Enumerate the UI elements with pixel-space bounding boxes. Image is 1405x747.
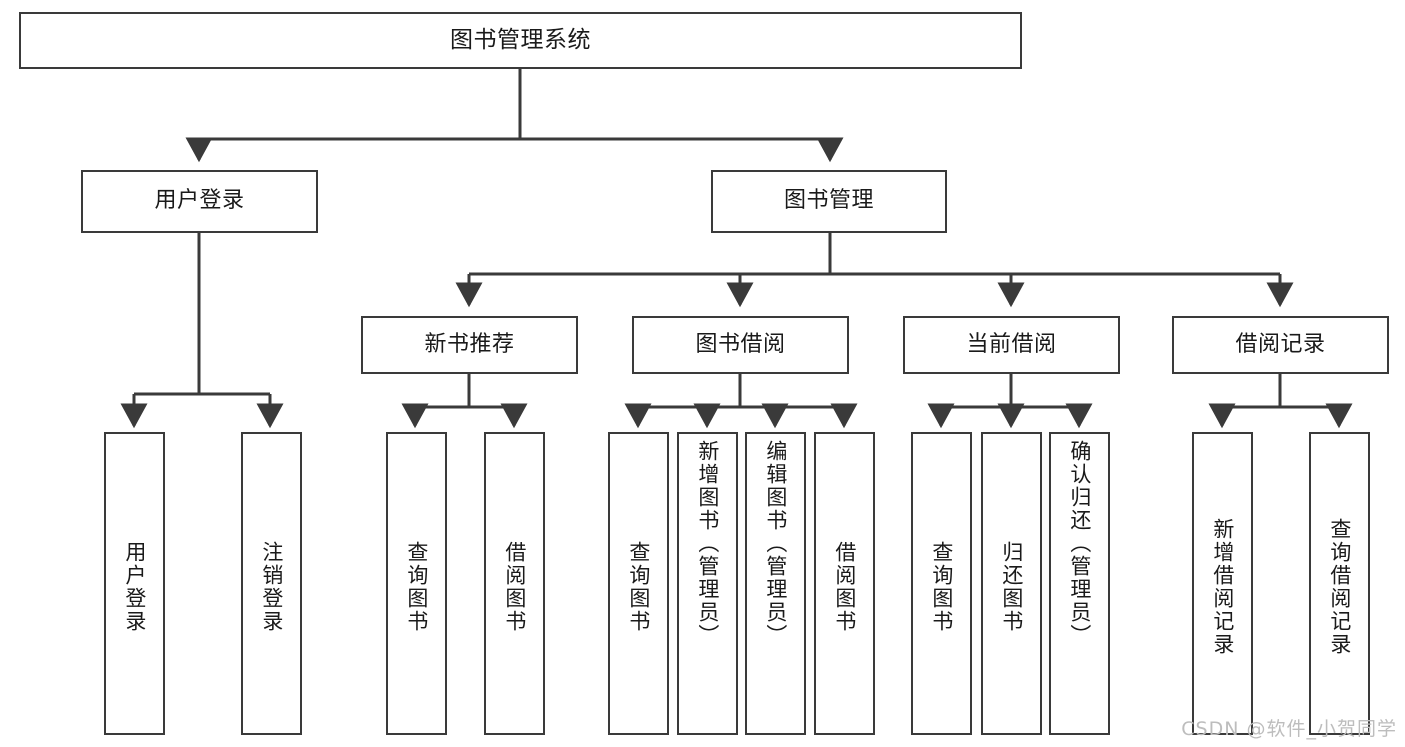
node-leaf-query-book-recommend[interactable]: 查询图书 bbox=[386, 432, 447, 735]
node-label: 借阅图书 bbox=[502, 540, 527, 633]
leaf-text-wrap: 查询图书 bbox=[610, 440, 667, 733]
node-leaf-user-login[interactable]: 用户登录 bbox=[104, 432, 165, 735]
node-leaf-borrow-book[interactable]: 借阅图书 bbox=[814, 432, 875, 735]
node-leaf-confirm-return-admin[interactable]: 确认归还（管理员） bbox=[1049, 432, 1110, 735]
node-label: 查询借阅记录 bbox=[1327, 517, 1352, 656]
node-user-login[interactable]: 用户登录 bbox=[81, 170, 318, 233]
node-label: 查询图书 bbox=[626, 540, 651, 633]
csdn-watermark: CSDN @软件_小贺同学 bbox=[1181, 718, 1397, 740]
node-label: 查询图书 bbox=[929, 540, 954, 633]
node-borrow-record[interactable]: 借阅记录 bbox=[1172, 316, 1389, 374]
node-label: 编辑图书（管理员） bbox=[763, 440, 788, 647]
node-leaf-borrow-book-recommend[interactable]: 借阅图书 bbox=[484, 432, 545, 735]
leaf-text-wrap: 新增图书（管理员） bbox=[679, 440, 736, 733]
node-label: 归还图书 bbox=[999, 540, 1024, 633]
node-label: 新增借阅记录 bbox=[1210, 517, 1235, 656]
node-leaf-return-book[interactable]: 归还图书 bbox=[981, 432, 1042, 735]
leaf-text-wrap: 借阅图书 bbox=[486, 440, 543, 733]
node-label: 新增图书（管理员） bbox=[695, 440, 720, 647]
node-label: 用户登录 bbox=[154, 188, 245, 214]
leaf-text-wrap: 归还图书 bbox=[983, 440, 1040, 733]
node-label: 确认归还（管理员） bbox=[1067, 440, 1092, 647]
node-leaf-query-book-current[interactable]: 查询图书 bbox=[911, 432, 972, 735]
leaf-text-wrap: 查询图书 bbox=[913, 440, 970, 733]
node-current-borrow[interactable]: 当前借阅 bbox=[903, 316, 1120, 374]
leaf-text-wrap: 查询图书 bbox=[388, 440, 445, 733]
node-label: 借阅图书 bbox=[832, 540, 857, 633]
leaf-text-wrap: 借阅图书 bbox=[816, 440, 873, 733]
node-label: 用户登录 bbox=[122, 540, 147, 633]
node-book-management[interactable]: 图书管理 bbox=[711, 170, 947, 233]
node-label: 查询图书 bbox=[404, 540, 429, 633]
node-label: 注销登录 bbox=[259, 540, 284, 633]
node-label: 借阅记录 bbox=[1235, 331, 1326, 357]
leaf-text-wrap: 注销登录 bbox=[243, 440, 300, 733]
node-label: 图书管理系统 bbox=[450, 27, 591, 54]
node-leaf-logout[interactable]: 注销登录 bbox=[241, 432, 302, 735]
leaf-text-wrap: 新增借阅记录 bbox=[1194, 440, 1251, 733]
node-label: 当前借阅 bbox=[966, 331, 1057, 357]
leaf-text-wrap: 用户登录 bbox=[106, 440, 163, 733]
node-leaf-query-book-borrow[interactable]: 查询图书 bbox=[608, 432, 669, 735]
node-leaf-add-book-admin[interactable]: 新增图书（管理员） bbox=[677, 432, 738, 735]
node-new-book-recommendation[interactable]: 新书推荐 bbox=[361, 316, 578, 374]
node-label: 新书推荐 bbox=[424, 331, 515, 357]
node-root-book-management-system[interactable]: 图书管理系统 bbox=[19, 12, 1022, 69]
leaf-text-wrap: 编辑图书（管理员） bbox=[747, 440, 804, 733]
node-leaf-edit-book-admin[interactable]: 编辑图书（管理员） bbox=[745, 432, 806, 735]
node-label: 图书借阅 bbox=[695, 331, 786, 357]
node-leaf-query-borrow-record[interactable]: 查询借阅记录 bbox=[1309, 432, 1370, 735]
leaf-text-wrap: 查询借阅记录 bbox=[1311, 440, 1368, 733]
node-label: 图书管理 bbox=[783, 188, 874, 214]
node-book-borrow[interactable]: 图书借阅 bbox=[632, 316, 849, 374]
node-leaf-add-borrow-record[interactable]: 新增借阅记录 bbox=[1192, 432, 1253, 735]
leaf-text-wrap: 确认归还（管理员） bbox=[1051, 440, 1108, 733]
